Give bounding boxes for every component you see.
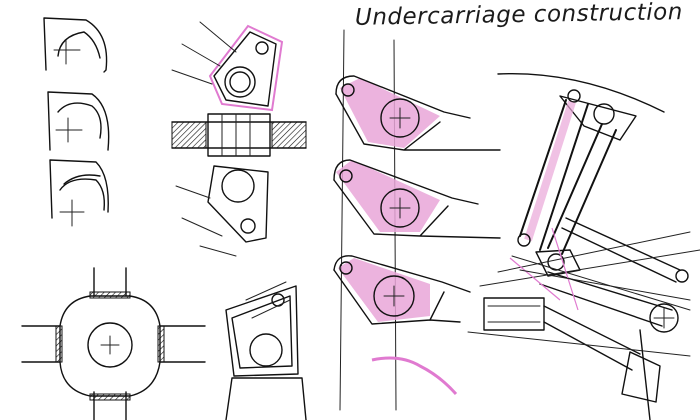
triangle-bracket-1 (335, 75, 501, 151)
corner-profile-sketch-3 (49, 159, 109, 227)
pivot-bracket-assembly (171, 21, 307, 257)
hatch-top (89, 291, 131, 299)
hatch-left (55, 325, 63, 363)
hatch-right (157, 325, 165, 363)
side-bracket-sketch (225, 281, 307, 420)
corner-profile-sketch-1 (43, 17, 108, 73)
triangle-bracket-3 (333, 255, 471, 395)
shock-absorber-sketch (467, 269, 691, 420)
undercarriage-leg-sketch (479, 72, 700, 333)
corner-profile-sketch-2 (47, 91, 110, 151)
triangle-bracket-2 (333, 159, 501, 239)
cross-junction-sketch (21, 267, 206, 420)
hatch-bottom (89, 393, 131, 401)
